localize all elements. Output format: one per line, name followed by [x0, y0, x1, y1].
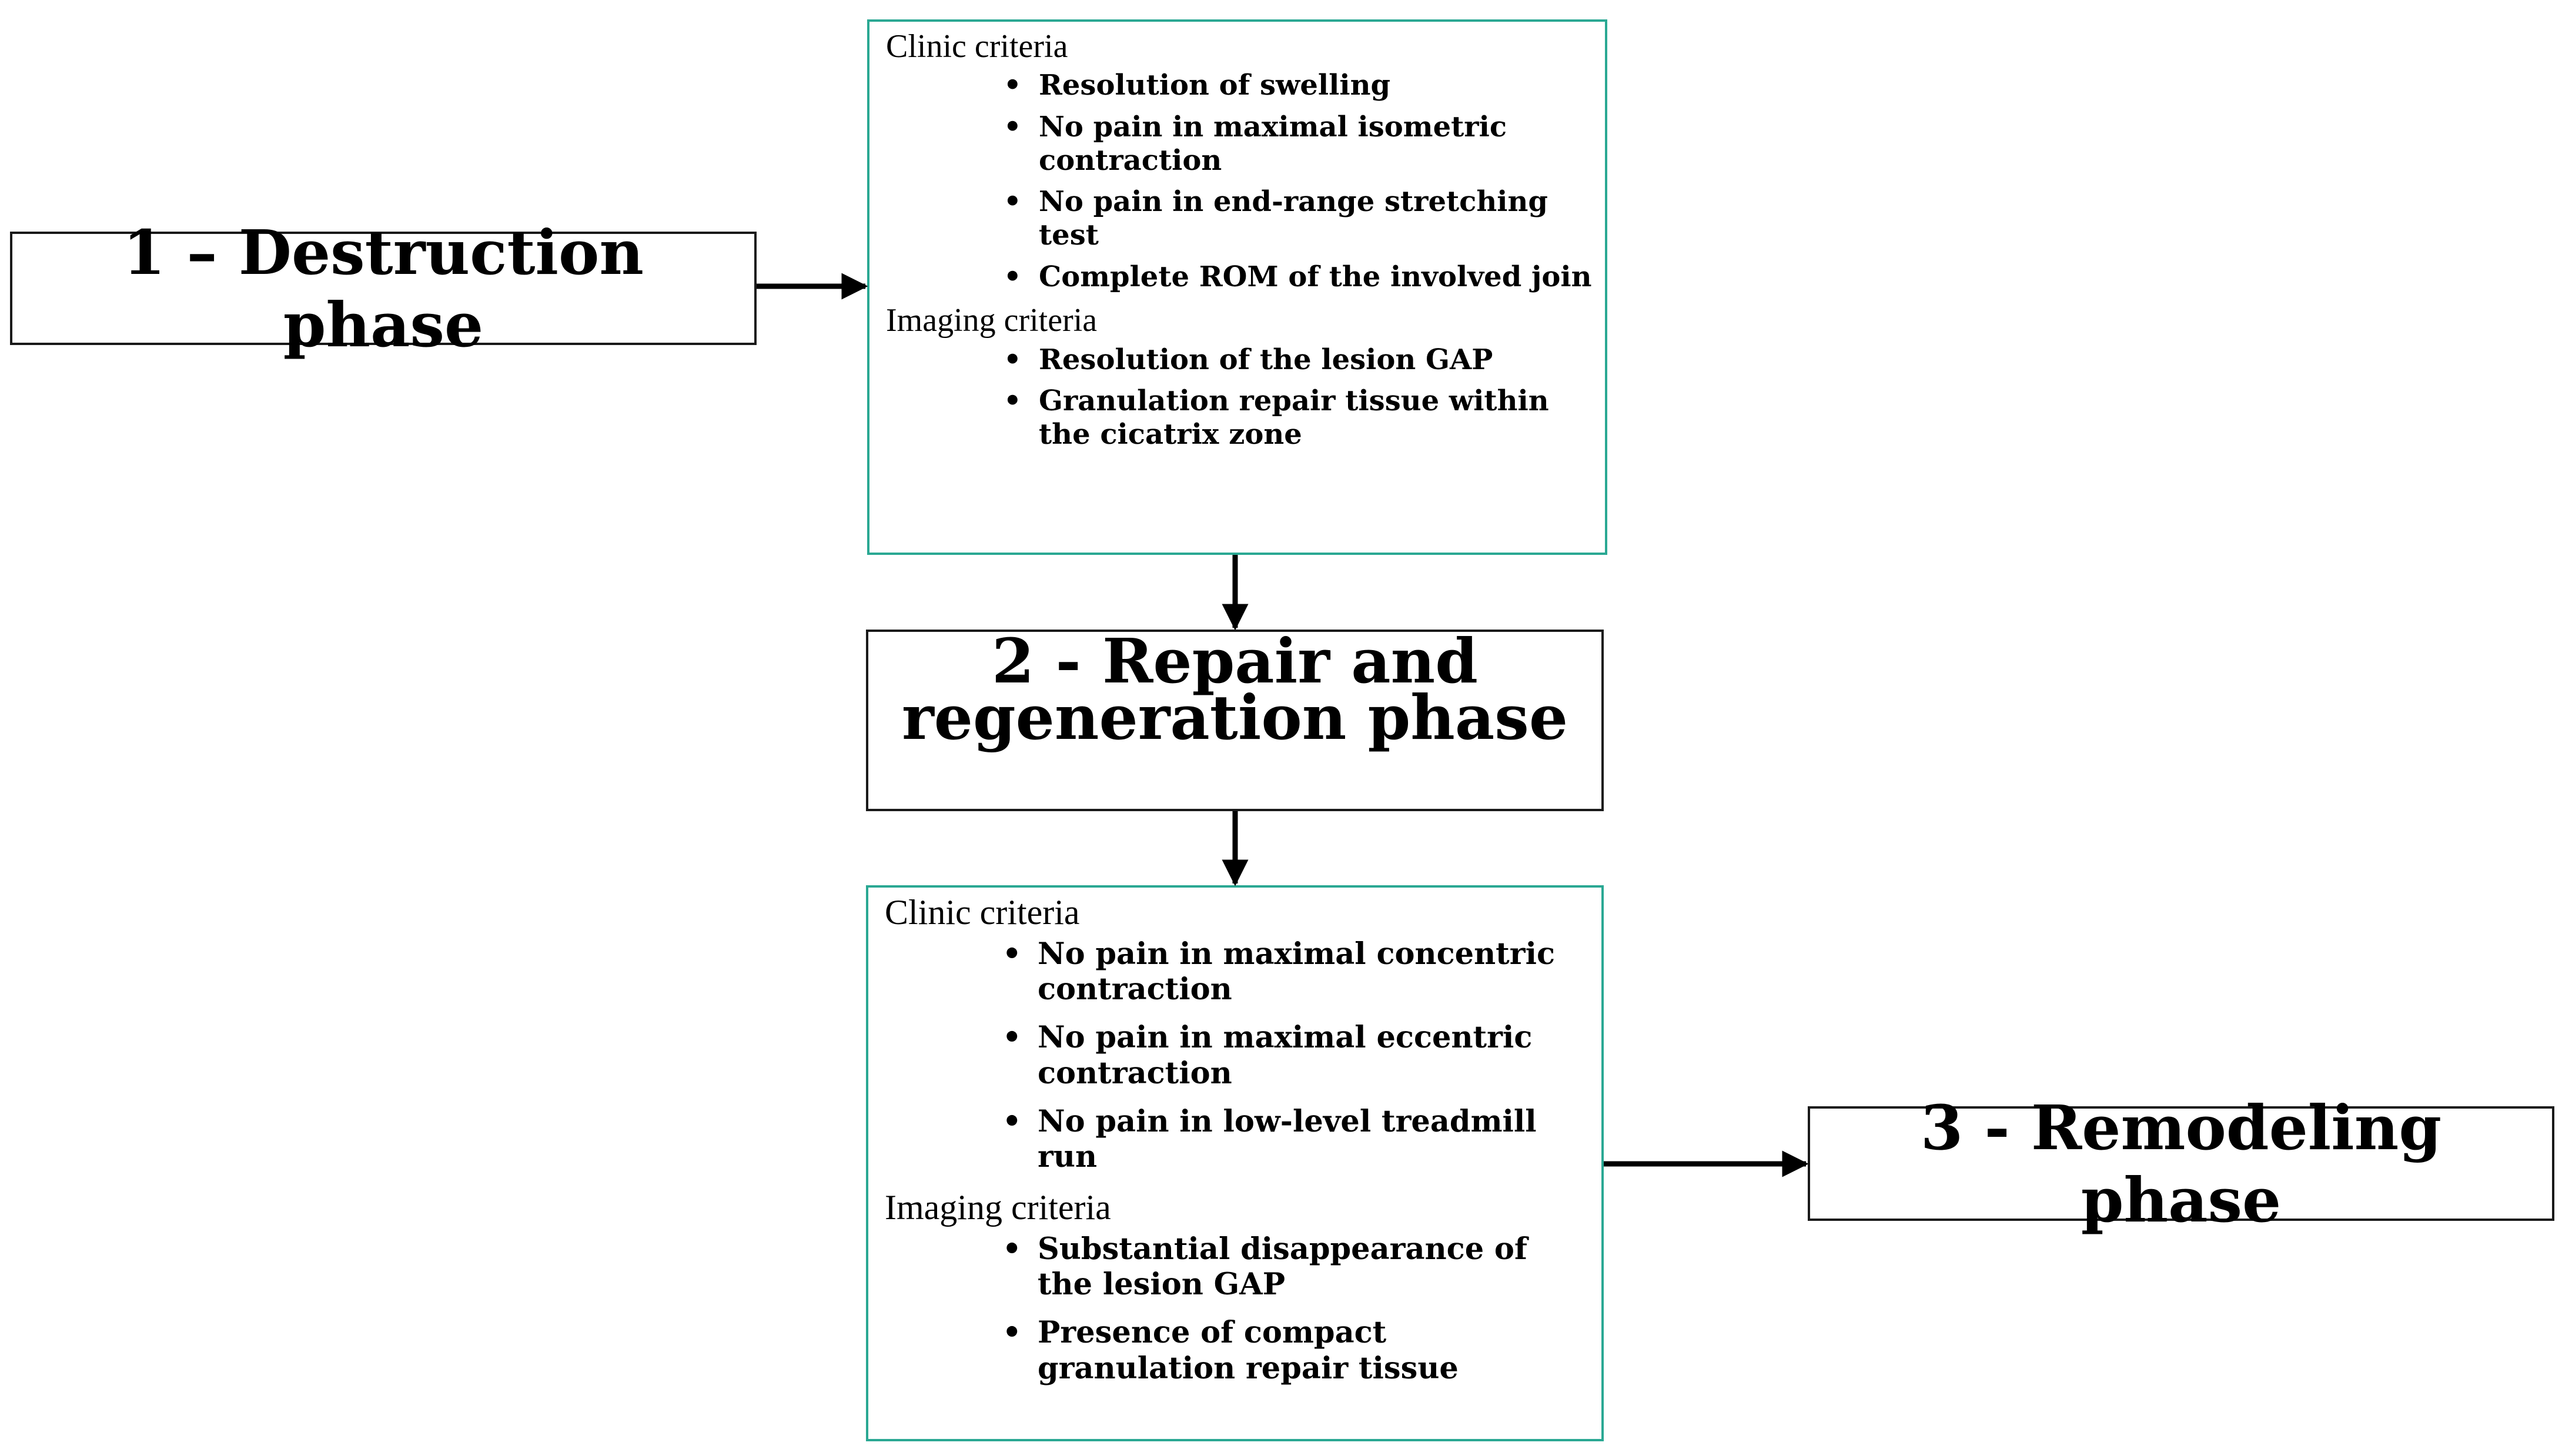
destruction-phase-title: 1 – Destruction phase	[123, 216, 644, 361]
criteria-item: No pain in end-range stretching test	[1004, 185, 1605, 252]
criteria-item: Presence of compact granulation repair t…	[1002, 1315, 1601, 1385]
criteria-box-repair-to-remodeling: Clinic criteria No pain in maximal conce…	[866, 885, 1604, 1441]
criteria-item: Substantial disappearance of the lesion …	[1002, 1231, 1601, 1302]
imaging-criteria-label: Imaging criteria	[885, 1188, 1111, 1227]
criteria-box-destruction-to-repair: Clinic criteria Resolution of swelling N…	[867, 19, 1607, 555]
criteria-item: Resolution of swelling	[1004, 69, 1605, 102]
remodeling-phase-box: 3 - Remodeling phase	[1808, 1092, 2554, 1236]
criteria-item: Granulation repair tissue within the cic…	[1004, 384, 1605, 451]
repair-regeneration-phase-box: 2 - Repair and regeneration phase	[866, 630, 1604, 811]
criteria-item: No pain in low-level treadmill run	[1002, 1104, 1601, 1174]
destruction-phase-box: 1 – Destruction phase	[10, 216, 757, 361]
repair-regeneration-phase-title: 2 - Repair and regeneration phase	[902, 625, 1568, 754]
clinic-criteria-label: Clinic criteria	[886, 28, 1068, 65]
criteria-item: No pain in maximal concentric contractio…	[1002, 936, 1601, 1007]
clinic-criteria-list: Resolution of swelling No pain in maxima…	[886, 69, 1605, 293]
clinic-criteria-list: No pain in maximal concentric contractio…	[885, 936, 1601, 1174]
imaging-criteria-list: Substantial disappearance of the lesion …	[885, 1231, 1601, 1386]
criteria-item: Resolution of the lesion GAP	[1004, 343, 1605, 377]
remodeling-phase-title: 3 - Remodeling phase	[1920, 1091, 2442, 1236]
phase-title-line: 2 - Repair and	[992, 625, 1478, 697]
criteria-item: Complete ROM of the involved join	[1004, 260, 1605, 294]
criteria-item: No pain in maximal eccentric contraction	[1002, 1020, 1601, 1090]
clinic-criteria-label: Clinic criteria	[885, 893, 1080, 932]
criteria-item: No pain in maximal isometric contraction	[1004, 111, 1605, 177]
phase-title-line: regeneration phase	[902, 681, 1568, 754]
imaging-criteria-label: Imaging criteria	[886, 302, 1098, 339]
imaging-criteria-list: Resolution of the lesion GAP Granulation…	[886, 343, 1605, 451]
